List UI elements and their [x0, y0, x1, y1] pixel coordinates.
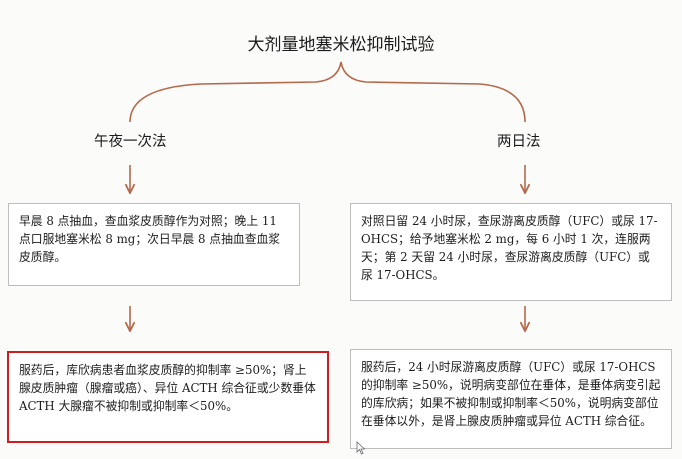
right-branch-heading: 两日法: [497, 134, 541, 150]
right-procedure-box: 对照日留 24 小时尿，查尿游离皮质醇（UFC）或尿 17-OHCS；给予地塞米…: [350, 203, 672, 301]
left-procedure-box: 早晨 8 点抽血，查血浆皮质醇作为对照；晚上 11 点口服地塞米松 8 mg；次…: [8, 203, 300, 286]
right-result-box: 服药后，24 小时尿游离皮质醇（UFC）或尿 17-OHCS 的抑制率 ≥50%…: [350, 349, 672, 449]
left-result-box: 服药后，库欣病患者血浆皮质醇的抑制率 ≥50%；肾上腺皮质肿瘤（腺瘤或癌）、异位…: [7, 351, 329, 443]
mouse-cursor-icon: [356, 441, 366, 455]
left-branch-heading: 午夜一次法: [94, 134, 167, 150]
brace-connector: [129, 61, 526, 123]
diagram-title: 大剂量地塞米松抑制试验: [247, 35, 435, 55]
